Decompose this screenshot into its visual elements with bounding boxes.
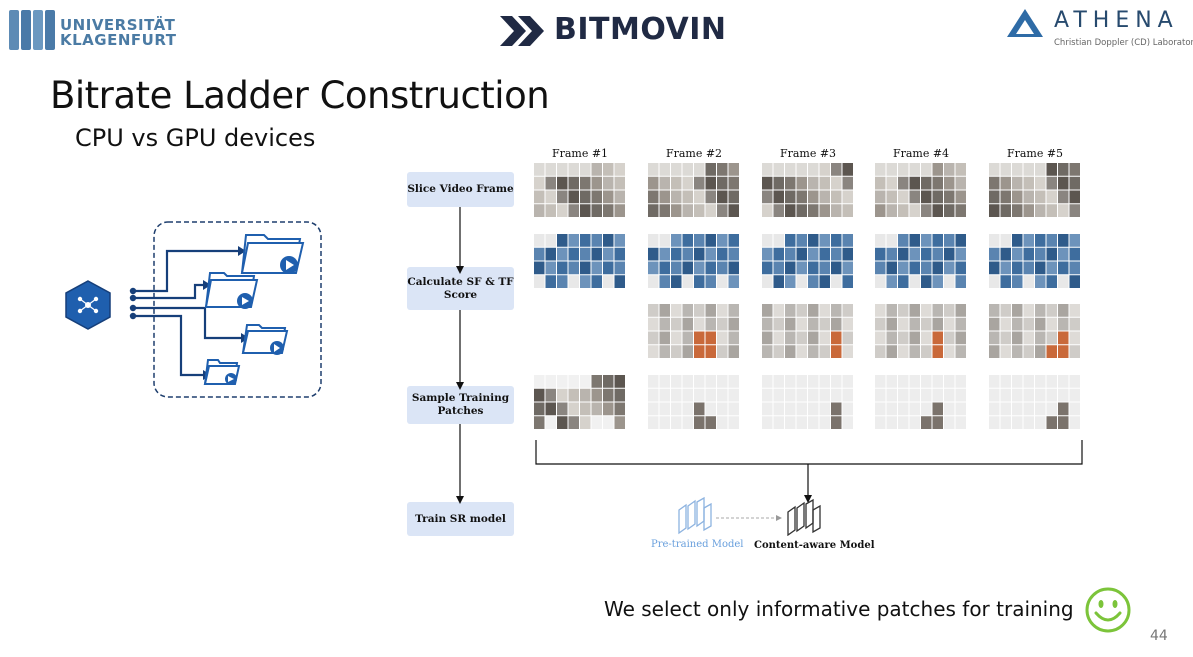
process-flow-arrows [456, 207, 464, 504]
play-icon [242, 297, 249, 305]
patch-grid-thumbnail [762, 304, 853, 358]
frame-label: Frame #5 [1006, 147, 1064, 160]
patch-grid-thumbnail [989, 375, 1080, 429]
patch-grid-thumbnail [648, 163, 739, 217]
step-train-sr-model: Train SR model [407, 502, 514, 536]
frame-label: Frame #2 [665, 147, 723, 160]
down-arrow-icon [456, 496, 464, 504]
footer-text: We select only informative patches for t… [604, 597, 1074, 621]
university-line-1: UNIVERSITÄT [60, 16, 176, 34]
athena-logo-icon [1007, 9, 1043, 37]
university-line-2: KLAGENFURT [60, 31, 177, 49]
page-title: Bitrate Ladder Construction [50, 74, 550, 117]
content-aware-model-icon [787, 498, 821, 536]
bitmovin-logo-icon [500, 16, 544, 46]
patch-grid-thumbnail [875, 163, 966, 217]
patch-grid-thumbnail [648, 375, 739, 429]
pretrained-model-label: Pre-trained Model [651, 539, 744, 550]
video-folder-icon [241, 324, 289, 355]
frame-label: Frame #1 [551, 147, 609, 160]
device-distribution-diagram [65, 221, 322, 398]
video-folder-icon [240, 234, 305, 274]
frame-label: Frame #4 [892, 147, 950, 160]
patch-grid-thumbnail [875, 304, 966, 358]
content-aware-model-label: Content-aware Model [754, 540, 875, 551]
video-folder-icon [203, 359, 241, 385]
patch-grid-thumbnail [534, 375, 625, 429]
page-subtitle: CPU vs GPU devices [75, 124, 316, 152]
down-arrow-icon [456, 266, 464, 274]
frame-label: Frame #3 [779, 147, 837, 160]
patch-grid-thumbnail [762, 375, 853, 429]
patch-grid-thumbnail [534, 163, 625, 217]
page-number: 44 [1150, 628, 1168, 644]
patch-grid-thumbnail [989, 163, 1080, 217]
down-arrow-icon [804, 495, 812, 503]
play-icon [228, 376, 234, 382]
patch-grid-thumbnail [875, 234, 966, 288]
patch-grid-thumbnail [762, 234, 853, 288]
step-slice-video-frame: Slice Video Frame [407, 172, 514, 207]
step-sample-patches: Sample Training Patches [407, 386, 514, 424]
video-folder-icon [204, 272, 259, 309]
athena-subtitle: Christian Doppler (CD) Laboratory [1054, 38, 1193, 48]
smiley-icon [1085, 587, 1131, 633]
network-hub-icon [65, 280, 111, 330]
connector-lines [133, 249, 241, 377]
patch-grid-thumbnail [989, 234, 1080, 288]
down-arrow-icon [456, 382, 464, 390]
patch-grid-thumbnail [648, 304, 739, 358]
bitmovin-logo-text: BITMOVIN [554, 12, 727, 47]
university-logo-icon [9, 10, 55, 50]
pretrained-model-icon [678, 496, 712, 535]
patch-grid-thumbnail [648, 234, 739, 288]
patch-grid-thumbnail [989, 304, 1080, 358]
aggregation-bracket [535, 440, 1083, 503]
athena-logo-text: ATHENA [1054, 8, 1179, 33]
step-calculate-score: Calculate SF & TF Score [407, 267, 514, 310]
patch-grid-thumbnail [534, 234, 625, 288]
play-icon [286, 260, 294, 270]
patch-grid-thumbnail [875, 375, 966, 429]
model-icons [678, 496, 821, 536]
patch-grid-thumbnail [762, 163, 853, 217]
university-logo-text: UNIVERSITÄT KLAGENFURT [60, 18, 176, 48]
dashed-group-box [153, 221, 322, 398]
play-icon [274, 344, 280, 352]
